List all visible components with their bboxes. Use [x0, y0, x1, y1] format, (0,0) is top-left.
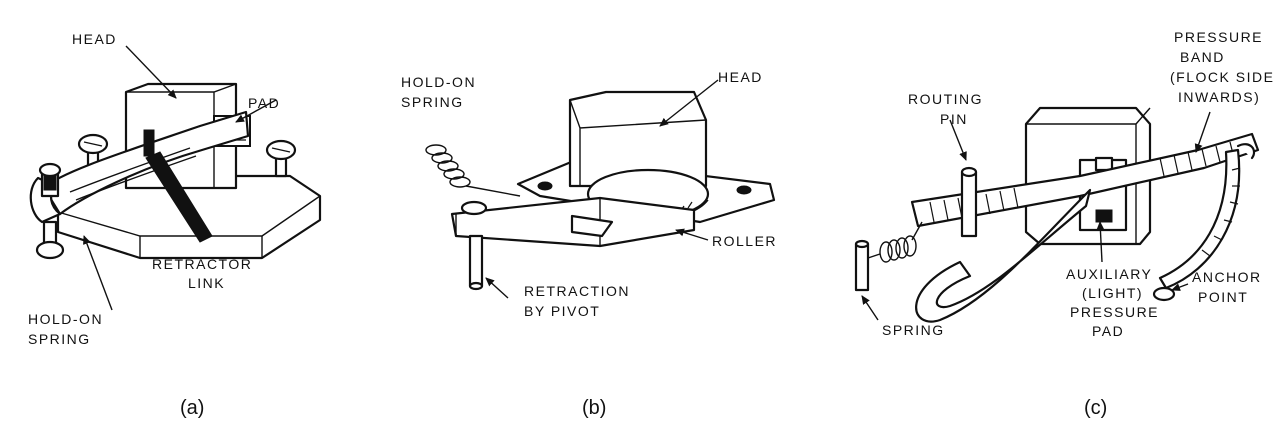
label-auxiliary-3: PRESSURE — [1070, 304, 1159, 320]
spring-c — [854, 221, 923, 292]
label-retraction-1: RETRACTION — [524, 283, 630, 299]
screw-left — [77, 133, 109, 174]
label-hold-on-spring-b-2: SPRING — [401, 94, 464, 110]
label-hold-on-spring-a-2: SPRING — [28, 331, 91, 347]
label-pressure-band-4: INWARDS) — [1178, 89, 1260, 105]
label-routing-pin-1: ROUTING — [908, 91, 983, 107]
label-retractor-link-2: LINK — [188, 275, 225, 291]
label-routing-pin-2: PIN — [940, 111, 968, 127]
spring-arrow — [861, 295, 879, 321]
label-auxiliary-1: AUXILIARY — [1066, 266, 1152, 282]
pad-arrow — [235, 99, 277, 123]
caption-c: (c) — [1084, 397, 1107, 419]
pivot-arrow — [485, 277, 509, 299]
anchor-point — [1152, 286, 1176, 302]
pressure-band-arrow — [1194, 111, 1211, 153]
pivot — [468, 234, 484, 288]
panel-c: ROUTING PIN PRESSURE BAND (FLOCK SIDE IN… — [854, 29, 1274, 419]
panel-c-drawing — [854, 106, 1260, 323]
roller-arrow — [675, 228, 709, 241]
label-roller: ROLLER — [712, 233, 777, 249]
routing-pin-arrow — [949, 119, 967, 161]
label-auxiliary-4: PAD — [1092, 323, 1124, 339]
label-pressure-band-3: (FLOCK SIDE — [1170, 69, 1274, 85]
auxiliary-pad-arrow — [1096, 221, 1105, 263]
label-retractor-link-1: RETRACTOR — [152, 256, 252, 272]
label-anchor-point-2: POINT — [1198, 289, 1248, 305]
label-hold-on-spring-b-1: HOLD-ON — [401, 74, 476, 90]
label-head-a: HEAD — [72, 31, 117, 47]
caption-a: (a) — [180, 397, 204, 419]
head-arrow-b — [659, 79, 719, 127]
panel-b: HOLD-ON SPRING HEAD ROLLER RETRACTION BY… — [401, 69, 777, 419]
hold-on-spring-b — [425, 144, 521, 197]
label-spring-c: SPRING — [882, 322, 945, 338]
head-arrow-a — [125, 45, 177, 99]
label-pad: PAD — [248, 95, 280, 111]
panel-b-drawing — [425, 79, 776, 299]
anchor-point-arrow — [1171, 283, 1189, 291]
label-pressure-band-1: PRESSURE — [1174, 29, 1263, 45]
hold-on-spring-arrow-a — [83, 235, 113, 311]
caption-b: (b) — [582, 397, 606, 419]
routing-pin — [960, 170, 978, 238]
label-auxiliary-2: (LIGHT) — [1082, 285, 1143, 301]
label-retraction-2: BY PIVOT — [524, 303, 600, 319]
retractor-link — [145, 151, 213, 243]
label-hold-on-spring-a-1: HOLD-ON — [28, 311, 103, 327]
panel-a-drawing — [29, 45, 322, 311]
label-anchor-point-1: ANCHOR — [1192, 269, 1262, 285]
label-head-b: HEAD — [718, 69, 763, 85]
label-pressure-band-2: BAND — [1180, 49, 1225, 65]
screw-right — [265, 139, 297, 178]
panel-a: HEAD PAD RETRACTOR LINK HOLD-ON SPRING (… — [28, 31, 322, 419]
